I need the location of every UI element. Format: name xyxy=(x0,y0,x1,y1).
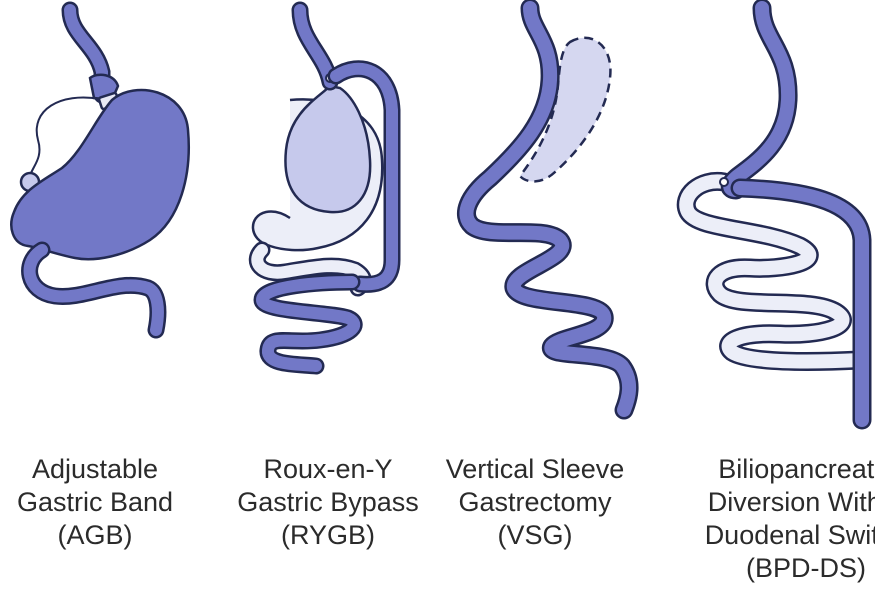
caption-bpd-ds: Biliopancreatic Diversion With a Duodena… xyxy=(676,453,875,585)
caption-line: Diversion With a xyxy=(676,486,875,519)
caption-line: Biliopancreatic xyxy=(676,453,875,486)
caption-line: Duodenal Switch xyxy=(676,519,875,552)
caption-line: Adjustable xyxy=(10,453,180,486)
vsg-illustration xyxy=(466,8,629,410)
caption-line: Gastrectomy xyxy=(440,486,630,519)
bpd-ds-illustration xyxy=(686,8,862,420)
bpd-anastomosis-marker xyxy=(720,178,728,186)
agb-illustration xyxy=(11,10,188,330)
caption-line: Roux-en-Y xyxy=(228,453,428,486)
caption-agb: Adjustable Gastric Band (AGB) xyxy=(10,453,180,552)
caption-line: (BPD-DS) xyxy=(676,552,875,585)
caption-line: Gastric Band xyxy=(10,486,180,519)
caption-vsg: Vertical Sleeve Gastrectomy (VSG) xyxy=(440,453,630,552)
caption-line: (AGB) xyxy=(10,519,180,552)
caption-line: (RYGB) xyxy=(228,519,428,552)
caption-rygb: Roux-en-Y Gastric Bypass (RYGB) xyxy=(228,453,428,552)
caption-line: Gastric Bypass xyxy=(228,486,428,519)
agb-stomach xyxy=(11,90,188,259)
rygb-illustration xyxy=(253,10,392,366)
caption-line: (VSG) xyxy=(440,519,630,552)
caption-line: Vertical Sleeve xyxy=(440,453,630,486)
